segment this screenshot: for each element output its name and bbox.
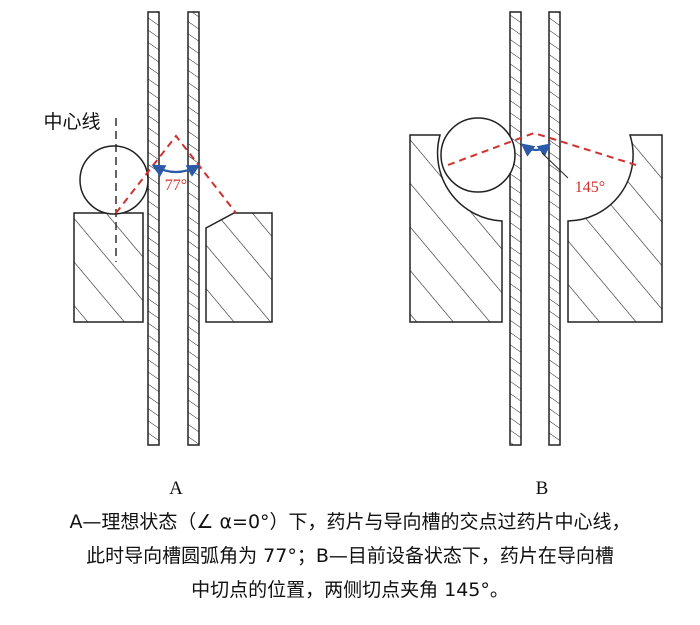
angle-leader (541, 152, 569, 179)
figure-caption: A—理想状态（∠ α=0°）下，药片与导向槽的交点过药片中心线， 此时导向槽圆弧… (0, 505, 700, 607)
panel-a: 中心线 77° A (43, 11, 273, 499)
angle-arc (151, 164, 201, 177)
guide-block-right (567, 134, 663, 323)
caption-line-3: 中切点的位置，两侧切点夹角 145°。 (191, 579, 509, 601)
guide-rail-left (147, 11, 160, 446)
guide-block-right (205, 212, 273, 323)
centerline-label: 中心线 (43, 111, 100, 133)
contact-lines (447, 131, 637, 166)
panel-a-label: A (169, 478, 183, 499)
panel-b: 145° B (409, 11, 663, 499)
guide-rail-right (548, 11, 561, 446)
caption-line-2: 此时导向槽圆弧角为 77°；B—目前设备状态下，药片在导向槽 (86, 545, 614, 567)
guide-rail-left (509, 11, 522, 446)
guide-block-left (409, 134, 503, 323)
panel-b-label: B (536, 478, 549, 499)
angle-label-a: 77° (165, 177, 187, 194)
angle-label-b: 145° (575, 179, 605, 196)
diagram-figure: 中心线 77° A 145° B (43, 11, 663, 499)
angle-arc (520, 143, 552, 157)
caption-line-1: A—理想状态（∠ α=0°）下，药片与导向槽的交点过药片中心线， (69, 511, 631, 533)
tablet-circle (79, 145, 149, 215)
guide-rail-right (187, 11, 200, 446)
tablet-circle (440, 117, 516, 193)
guide-block-left (73, 209, 144, 323)
contact-lines (115, 134, 237, 214)
